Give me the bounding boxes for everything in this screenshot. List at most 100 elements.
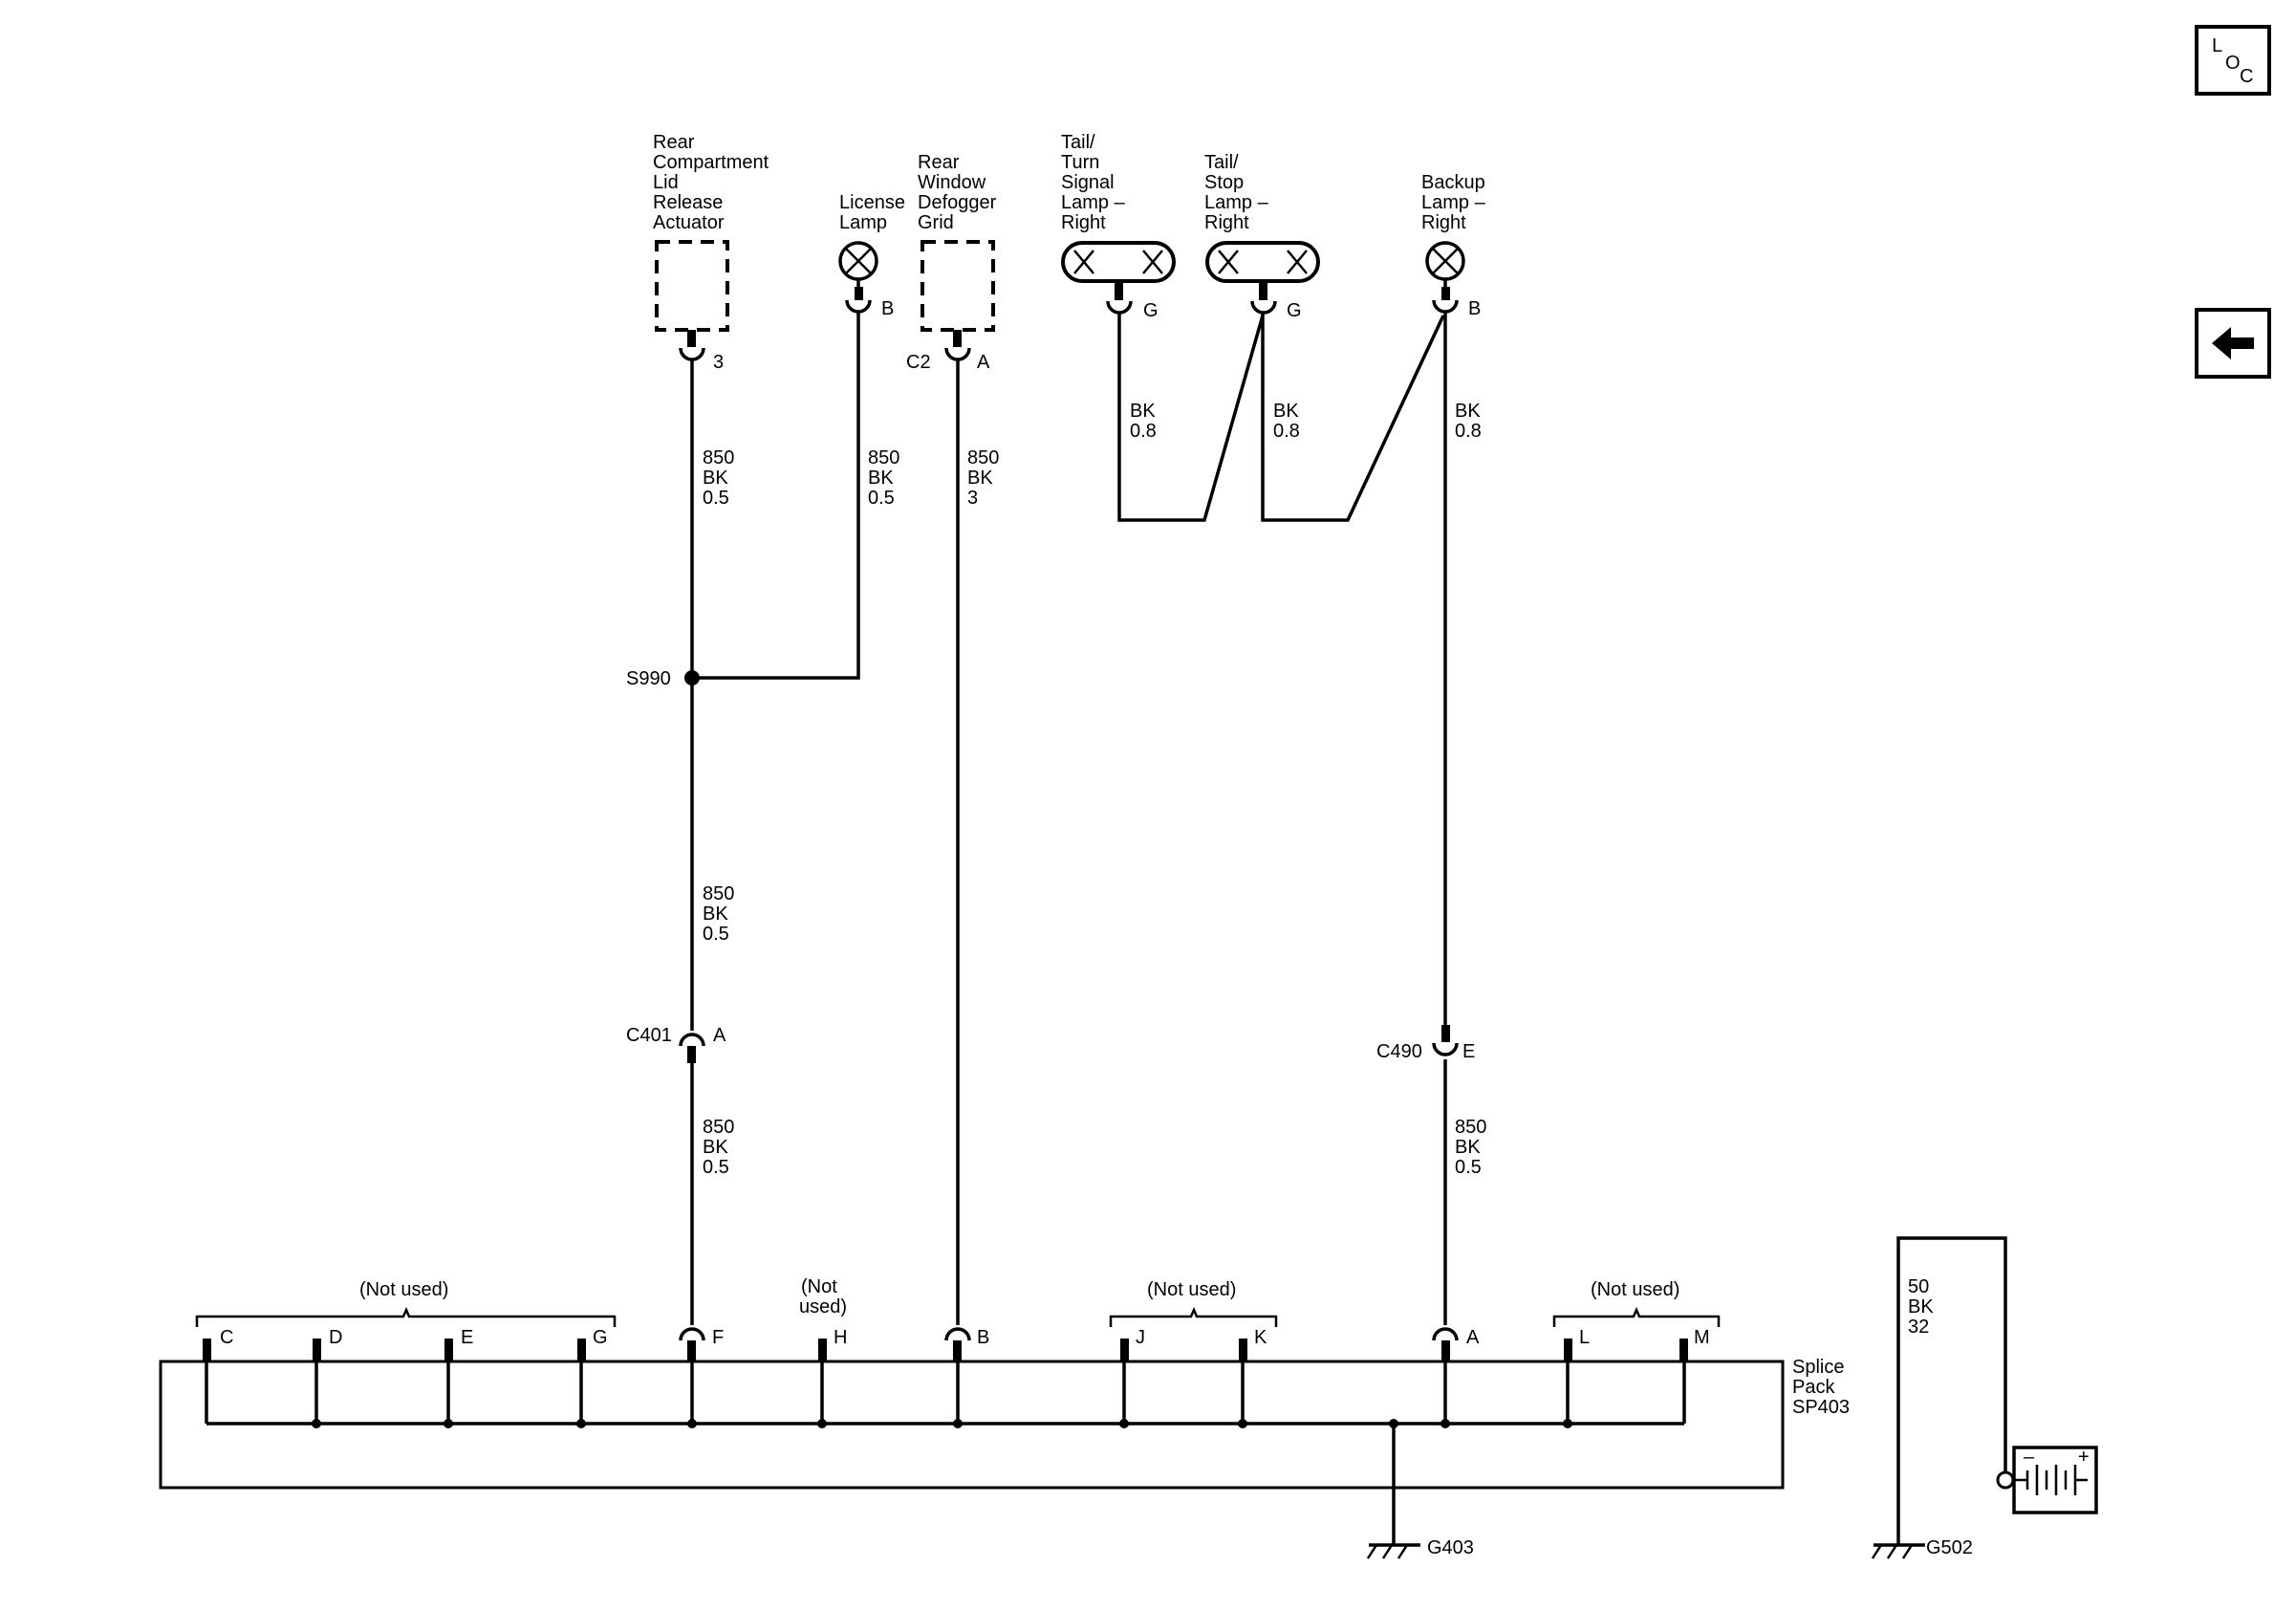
terminal-defogger: [944, 330, 971, 361]
svg-text:A: A: [1466, 1327, 1480, 1348]
svg-text:G: G: [593, 1327, 608, 1348]
svg-text:50: 50: [1908, 1276, 1929, 1297]
svg-text:Signal: Signal: [1061, 172, 1115, 193]
wire-label-splice-to-c401: 850 BK 0.5: [703, 883, 734, 945]
svg-text:Splice: Splice: [1792, 1357, 1844, 1378]
ground-g502-label: G502: [1926, 1537, 1973, 1558]
terminal-lid-actuator: [679, 330, 705, 361]
svg-text:Lamp –: Lamp –: [1204, 192, 1269, 213]
svg-text:H: H: [834, 1327, 847, 1348]
svg-text:0.5: 0.5: [703, 1157, 729, 1178]
battery-icon: [2012, 1446, 2098, 1514]
svg-text:License: License: [839, 192, 905, 213]
svg-text:850: 850: [703, 1117, 734, 1138]
svg-text:Lamp –: Lamp –: [1061, 192, 1126, 213]
tail-stop-lamp-icon: [1205, 241, 1320, 283]
connector-c490-label: C490: [1376, 1041, 1422, 1062]
bus-junctions: [312, 1419, 1572, 1428]
svg-text:850: 850: [703, 883, 734, 904]
svg-text:E: E: [461, 1327, 473, 1348]
svg-text:BK: BK: [703, 468, 728, 489]
svg-text:BK: BK: [1273, 401, 1299, 422]
pin-stubs: [203, 1339, 1688, 1424]
svg-text:F: F: [712, 1327, 724, 1348]
wire-label-lid-actuator: 850 BK 0.5: [703, 447, 734, 509]
svg-text:J: J: [1136, 1327, 1145, 1348]
wire-label-c490-to-sp403: 850 BK 0.5: [1455, 1117, 1486, 1178]
svg-text:BK: BK: [1455, 1137, 1481, 1158]
label-lid-actuator: Rear Compartment Lid Release Actuator: [653, 132, 769, 233]
not-used-h-line1: (Not: [801, 1276, 837, 1297]
terminal-tail-stop: [1250, 281, 1277, 315]
pin-license-lamp: B: [881, 298, 894, 319]
svg-text:Window: Window: [918, 172, 986, 193]
svg-text:D: D: [329, 1327, 342, 1348]
battery-plus: +: [2078, 1447, 2090, 1468]
not-used-left-label: (Not used): [359, 1279, 448, 1300]
svg-text:BK: BK: [1455, 401, 1481, 422]
pin-lid-actuator: 3: [713, 352, 724, 373]
tail-turn-lamp-icon: [1061, 241, 1176, 283]
loc-letter-l: L: [2212, 35, 2222, 56]
svg-text:L: L: [1579, 1327, 1590, 1348]
svg-text:0.8: 0.8: [1455, 421, 1482, 442]
svg-text:Lid: Lid: [653, 172, 679, 193]
svg-text:BK: BK: [1130, 401, 1156, 422]
used-pin-terminals: [679, 1327, 1459, 1424]
svg-text:0.5: 0.5: [703, 924, 729, 945]
svg-text:B: B: [977, 1327, 989, 1348]
loc-button[interactable]: L O C: [2195, 25, 2271, 96]
battery-minus: –: [2024, 1447, 2035, 1468]
svg-text:BK: BK: [868, 468, 894, 489]
wire-label-backup: BK 0.8: [1455, 401, 1482, 442]
svg-text:Tail/: Tail/: [1061, 132, 1095, 153]
pin-tail-turn: G: [1143, 300, 1159, 321]
license-lamp-icon: [838, 241, 878, 281]
svg-text:Right: Right: [1061, 212, 1106, 233]
svg-text:Grid: Grid: [918, 212, 954, 233]
wires: [690, 312, 1447, 1325]
svg-text:0.5: 0.5: [703, 488, 729, 509]
svg-text:Rear: Rear: [653, 132, 695, 153]
connector-defogger: C2: [906, 352, 931, 373]
svg-text:850: 850: [868, 447, 899, 468]
svg-text:3: 3: [967, 488, 978, 509]
ground-g403-icon: [1366, 1424, 1420, 1559]
splice-s990-label: S990: [626, 668, 671, 689]
connector-c401-pin: A: [713, 1025, 726, 1046]
battery-ground-wire-label: 50 BK 32: [1908, 1276, 1934, 1338]
not-used-jk-label: (Not used): [1147, 1279, 1236, 1300]
svg-text:Lamp: Lamp: [839, 212, 887, 233]
svg-text:Right: Right: [1421, 212, 1466, 233]
svg-text:32: 32: [1908, 1317, 1929, 1338]
svg-text:Stop: Stop: [1204, 172, 1244, 193]
svg-text:0.8: 0.8: [1273, 421, 1300, 442]
svg-text:0.5: 0.5: [1455, 1157, 1482, 1178]
splice-s990: [684, 670, 700, 686]
svg-text:Rear: Rear: [918, 152, 960, 173]
connector-c490-pin: E: [1462, 1041, 1475, 1062]
label-backup-lamp: Backup Lamp – Right: [1421, 172, 1486, 233]
svg-text:BK: BK: [703, 1137, 728, 1158]
label-defogger: Rear Window Defogger Grid: [918, 152, 997, 233]
svg-text:Compartment: Compartment: [653, 152, 769, 173]
not-used-bracket-left: [195, 1306, 617, 1327]
wire-label-defogger: 850 BK 3: [967, 447, 999, 509]
svg-text:850: 850: [1455, 1117, 1486, 1138]
loc-letter-o: O: [2225, 53, 2241, 74]
svg-text:K: K: [1254, 1327, 1267, 1348]
connector-c401-label: C401: [626, 1025, 672, 1046]
not-used-bracket-jk: [1109, 1306, 1278, 1327]
svg-text:BK: BK: [1908, 1296, 1934, 1317]
connector-c490: [1432, 1025, 1459, 1056]
svg-text:Lamp –: Lamp –: [1421, 192, 1486, 213]
svg-text:Backup: Backup: [1421, 172, 1485, 193]
wire-label-tail-turn: BK 0.8: [1130, 401, 1157, 442]
svg-text:M: M: [1694, 1327, 1710, 1348]
back-button[interactable]: [2195, 308, 2271, 379]
lid-actuator-symbol: [655, 240, 729, 332]
label-tail-stop-lamp: Tail/ Stop Lamp – Right: [1204, 152, 1269, 233]
svg-text:0.8: 0.8: [1130, 421, 1157, 442]
connector-c401: [679, 1033, 705, 1063]
